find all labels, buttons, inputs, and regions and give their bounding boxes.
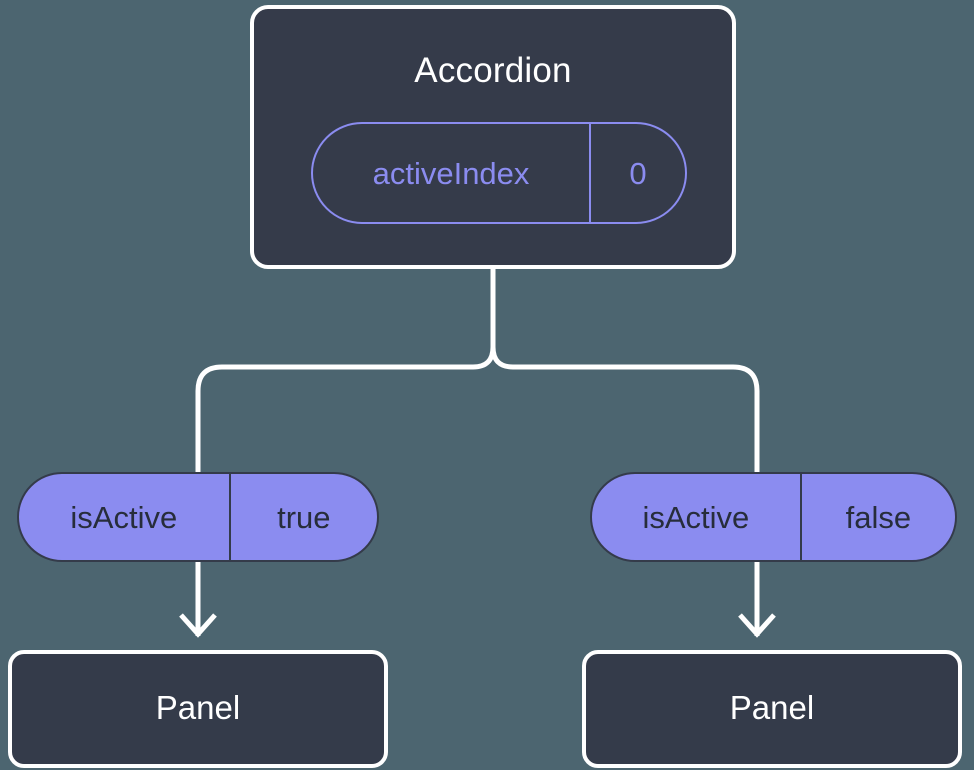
prop-pill-isactive-false[interactable]: isActive false	[590, 472, 957, 562]
component-node-accordion[interactable]: Accordion activeIndex 0	[250, 5, 736, 269]
state-pill-value: 0	[629, 155, 647, 191]
component-title-panel-right: Panel	[729, 688, 815, 726]
arrowhead-right-icon	[738, 613, 776, 638]
connector-left-branch	[195, 346, 496, 472]
arrowhead-left-icon	[179, 613, 217, 638]
prop-pill-left-key: isActive	[19, 474, 231, 560]
component-title-panel-left: Panel	[155, 688, 241, 726]
component-node-panel-right[interactable]: Panel	[582, 650, 962, 768]
prop-pill-left-value: true	[277, 499, 331, 535]
state-pill-activeindex[interactable]: activeIndex 0	[311, 122, 687, 224]
prop-pill-isactive-true[interactable]: isActive true	[17, 472, 379, 562]
component-node-panel-left[interactable]: Panel	[8, 650, 388, 768]
component-title-accordion: Accordion	[414, 51, 572, 90]
prop-pill-right-key: isActive	[592, 474, 802, 560]
connector-right-branch	[490, 346, 760, 472]
prop-pill-right-value: false	[845, 499, 912, 535]
state-pill-key: activeIndex	[313, 124, 592, 222]
